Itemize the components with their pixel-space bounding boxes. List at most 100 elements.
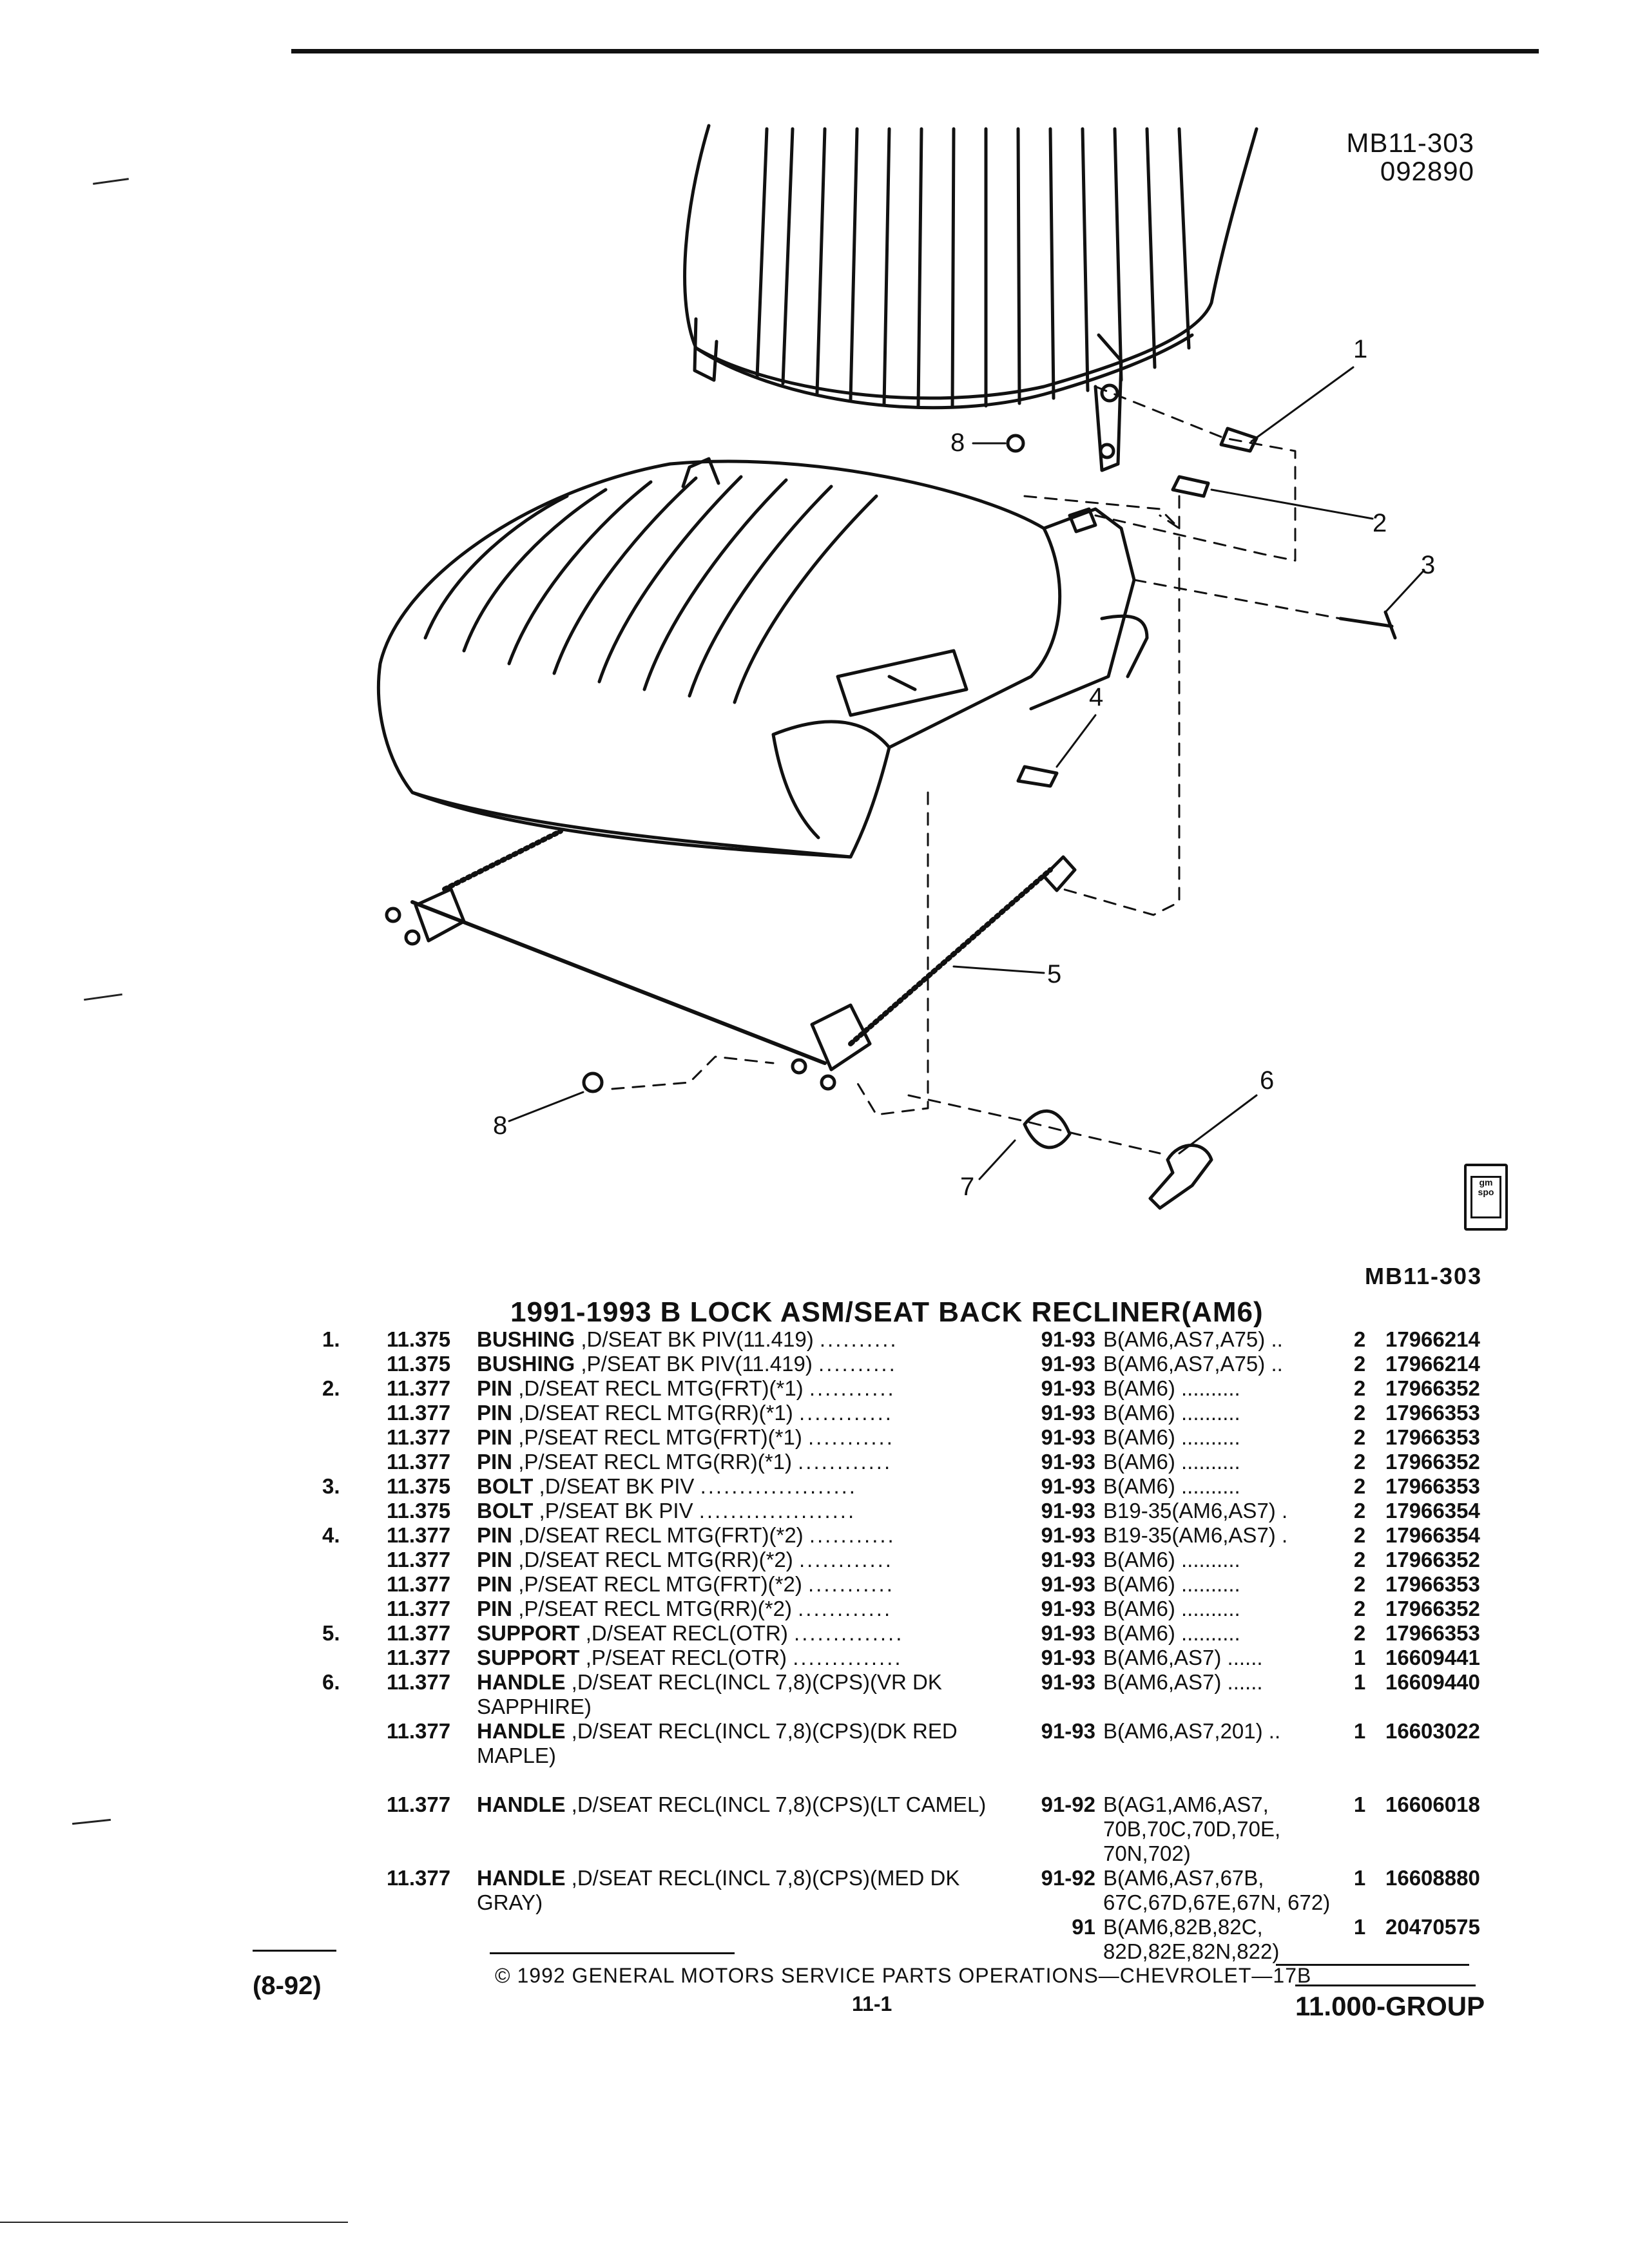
leader-dots: .......... xyxy=(818,1352,897,1376)
callout-1: 1 xyxy=(1353,335,1367,363)
body-codes: B(AM6,AS7,A75) .. xyxy=(1103,1352,1283,1376)
quantity: 1 xyxy=(1353,1670,1366,1694)
item-number: 2. xyxy=(322,1376,340,1400)
group-number: 11.377 xyxy=(387,1572,451,1596)
group-number: 11.375 xyxy=(387,1499,451,1523)
footer-group: 11.000-GROUP xyxy=(1295,1991,1485,2021)
footer-rule-group xyxy=(1295,1984,1476,1986)
body-codes: B(AM6,AS7,A75) .. xyxy=(1103,1327,1283,1351)
part-name: PIN xyxy=(477,1450,513,1474)
model-years: 91-93 xyxy=(1041,1425,1095,1449)
quantity: 2 xyxy=(1353,1621,1366,1645)
quantity: 2 xyxy=(1353,1352,1366,1376)
item-number: 6. xyxy=(322,1670,340,1694)
group-number: 11.377 xyxy=(387,1621,451,1645)
model-years: 91-92 xyxy=(1041,1792,1095,1816)
body-codes: B19-35(AM6,AS7) . xyxy=(1103,1499,1288,1523)
part-name: SUPPORT xyxy=(477,1621,580,1645)
body-codes: B(AM6) .......... xyxy=(1103,1376,1240,1400)
model-years: 91-93 xyxy=(1041,1523,1095,1547)
group-number: 11.377 xyxy=(387,1719,451,1743)
figure-ref-code: MB11-303 xyxy=(1346,128,1474,158)
body-codes: B(AM6) .......... xyxy=(1103,1474,1240,1498)
group-number: 11.377 xyxy=(387,1670,451,1694)
group-number: 11.375 xyxy=(387,1352,451,1376)
body-codes: B(AM6) .......... xyxy=(1103,1621,1240,1645)
part-detail: ,D/SEAT RECL(INCL 7,8)(CPS)(VR DK SAPPHI… xyxy=(477,1670,942,1718)
callout-8-lower: 8 xyxy=(493,1111,507,1140)
dashed-leader-lines xyxy=(611,385,1342,1155)
footer-page-number: 11-1 xyxy=(852,1992,892,2015)
part-number: 17966354 xyxy=(1385,1523,1480,1547)
quantity: 1 xyxy=(1353,1915,1366,1939)
group-number: 11.377 xyxy=(387,1425,451,1449)
part-number: 16606018 xyxy=(1385,1792,1480,1816)
item-number: 3. xyxy=(322,1474,340,1498)
group-number: 11.377 xyxy=(387,1866,451,1890)
part-detail: ,D/SEAT RECL MTG(FRT)(*1) xyxy=(518,1376,804,1400)
quantity: 2 xyxy=(1353,1376,1366,1400)
quantity: 2 xyxy=(1353,1572,1366,1596)
footer-copyright: © 1992 GENERAL MOTORS SERVICE PARTS OPER… xyxy=(495,1964,1312,1987)
part-description: PIN ,P/SEAT RECL MTG(RR)(*1) ...........… xyxy=(477,1450,1018,1474)
part-detail: ,D/SEAT RECL MTG(RR)(*2) xyxy=(518,1548,793,1571)
part-number: 17966353 xyxy=(1385,1474,1480,1498)
leader-dots: ............ xyxy=(798,1548,893,1571)
model-years: 91-93 xyxy=(1041,1327,1095,1351)
leader-dots: ........... xyxy=(809,1523,896,1547)
footer-date-code: (8-92) xyxy=(253,1972,322,2000)
part-number: 17966354 xyxy=(1385,1499,1480,1523)
group-number: 11.377 xyxy=(387,1646,451,1669)
part-detail: ,D/SEAT RECL(OTR) xyxy=(585,1621,788,1645)
group-number: 11.377 xyxy=(387,1376,451,1400)
body-codes: B(AM6) .......... xyxy=(1103,1450,1240,1474)
part-name: HANDLE xyxy=(477,1792,566,1816)
part-name: BOLT xyxy=(477,1474,534,1498)
leader-dots: ............ xyxy=(798,1597,892,1620)
part-detail: ,P/SEAT RECL MTG(FRT)(*1) xyxy=(518,1425,802,1449)
body-codes: B(AM6) .......... xyxy=(1103,1401,1240,1425)
model-years: 91-93 xyxy=(1041,1670,1095,1694)
body-codes: B(AG1,AM6,AS7, 70B,70C,70D,70E, 70N,702) xyxy=(1103,1792,1281,1865)
part-detail: ,P/SEAT RECL(OTR) xyxy=(585,1646,787,1669)
part-name: PIN xyxy=(477,1572,513,1596)
group-number: 11.377 xyxy=(387,1597,451,1620)
part-number: 17966352 xyxy=(1385,1597,1480,1620)
part-name: PIN xyxy=(477,1376,513,1400)
part-description: PIN ,P/SEAT RECL MTG(FRT)(*2) ..........… xyxy=(477,1572,1018,1597)
body-codes: B(AM6) .......... xyxy=(1103,1548,1240,1571)
footer-rule-date xyxy=(253,1950,336,1952)
leader-dots: .............. xyxy=(794,1621,904,1645)
quantity: 1 xyxy=(1353,1792,1366,1816)
part-number: 17966352 xyxy=(1385,1548,1480,1571)
part-name: BUSHING xyxy=(477,1327,575,1351)
part-detail: ,D/SEAT BK PIV(11.419) xyxy=(581,1327,814,1351)
part-detail: ,D/SEAT BK PIV xyxy=(539,1474,695,1498)
seat-cushion-illustration xyxy=(377,457,1149,859)
part-name: PIN xyxy=(477,1401,513,1425)
part-number: 17966353 xyxy=(1385,1621,1480,1645)
callout-2: 2 xyxy=(1373,509,1387,537)
part-name: BOLT xyxy=(477,1499,534,1523)
part-detail: ,P/SEAT BK PIV(11.419) xyxy=(581,1352,813,1376)
callout-6: 6 xyxy=(1260,1066,1274,1095)
part-detail: ,P/SEAT BK PIV xyxy=(539,1499,693,1523)
part-number: 17966353 xyxy=(1385,1572,1480,1596)
part-name: HANDLE xyxy=(477,1866,566,1890)
body-codes: B(AM6) .......... xyxy=(1103,1425,1240,1449)
body-codes: B(AM6,AS7,67B, 67C,67D,67E,67N, 672) xyxy=(1103,1866,1331,1914)
callout-4: 4 xyxy=(1089,683,1103,711)
item-number: 1. xyxy=(322,1327,340,1351)
